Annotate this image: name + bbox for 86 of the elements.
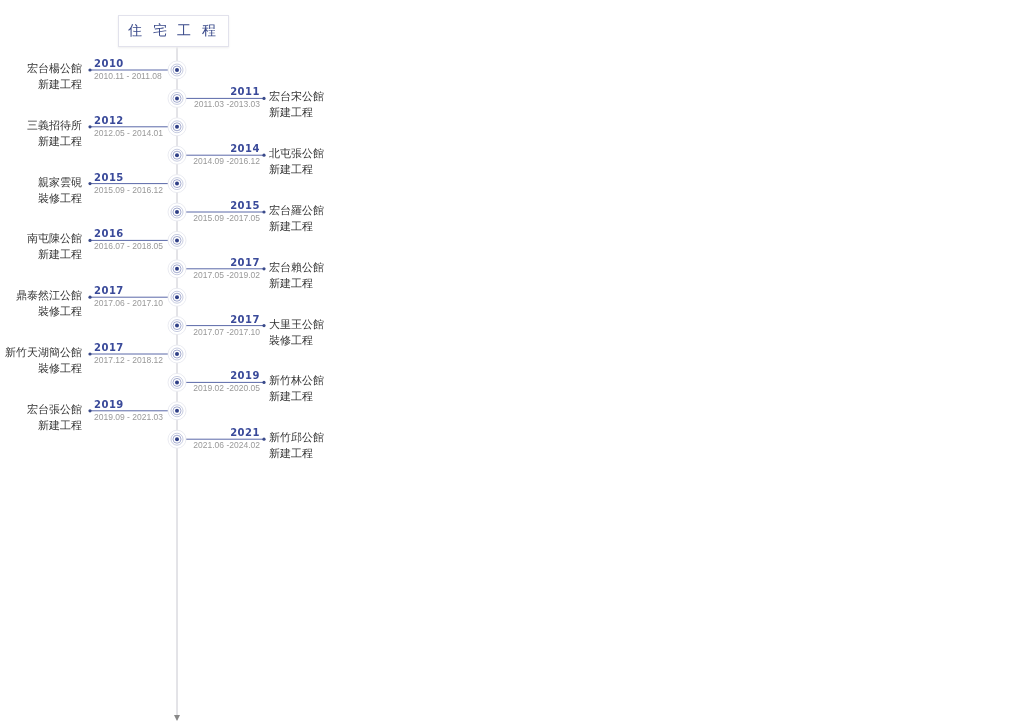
year-label: 2012 xyxy=(94,115,124,126)
year-label: 2021 xyxy=(230,428,260,439)
year-label: 2019 xyxy=(230,371,260,382)
connector-line xyxy=(88,238,169,242)
date-range: 2015.09 - 2016.12 xyxy=(94,185,163,195)
timeline-marker xyxy=(167,145,187,165)
year-label: 2017 xyxy=(230,257,260,268)
project-type: 新建工程 xyxy=(37,247,82,264)
project-name: 宏台宋公館 xyxy=(269,89,324,106)
project-name: 新竹邱公館 xyxy=(269,430,324,447)
timeline-marker xyxy=(167,401,187,421)
connector-line xyxy=(185,96,266,100)
project-name: 新竹天湖簡公館 xyxy=(5,345,82,361)
year-label: 2010 xyxy=(94,59,124,69)
project-name: 北屯張公館 xyxy=(269,146,324,163)
timeline-marker xyxy=(167,60,187,80)
date-range: 2019.02 -2020.05 xyxy=(193,384,260,394)
timeline-marker xyxy=(167,344,187,364)
year-label: 2019 xyxy=(94,399,124,410)
connector-line xyxy=(88,68,169,72)
timeline-marker xyxy=(167,202,187,222)
project-type: 新建工程 xyxy=(269,105,314,122)
year-label: 2011 xyxy=(230,87,260,98)
project-name: 宏台張公館 xyxy=(27,401,82,418)
date-range: 2011.03 -2013.03 xyxy=(194,100,260,110)
timeline-marker xyxy=(167,117,187,137)
project-type: 新建工程 xyxy=(37,77,82,93)
date-range: 2017.07 -2017.10 xyxy=(193,327,260,337)
timeline-axis xyxy=(174,46,180,721)
year-label: 2017 xyxy=(230,314,260,325)
date-range: 2016.07 - 2018.05 xyxy=(94,242,163,252)
project-name: 宏台羅公館 xyxy=(269,203,324,219)
date-range: 2019.09 - 2021.03 xyxy=(94,412,163,422)
date-range: 2015.09 -2017.05 xyxy=(193,214,260,223)
project-type: 新建工程 xyxy=(37,417,82,434)
timeline-marker xyxy=(167,316,187,335)
project-type: 新建工程 xyxy=(37,133,82,150)
connector-line xyxy=(185,210,266,214)
year-label: 2014 xyxy=(230,144,260,155)
timeline-marker xyxy=(167,373,187,392)
project-type: 裝修工程 xyxy=(37,304,82,321)
project-type: 新建工程 xyxy=(269,162,314,179)
connector-line xyxy=(185,153,266,157)
connector-line xyxy=(88,182,169,186)
title-box: 住 宅 工 程 xyxy=(118,15,229,47)
project-type: 裝修工程 xyxy=(37,361,82,377)
connector-line xyxy=(88,125,169,129)
project-type: 裝修工程 xyxy=(269,332,314,349)
timeline-marker xyxy=(167,231,187,250)
timeline-marker xyxy=(167,429,187,449)
project-type: 新建工程 xyxy=(269,219,314,235)
project-name: 南屯陳公館 xyxy=(27,231,82,248)
date-range: 2017.05 -2019.02 xyxy=(193,270,260,280)
connector-line xyxy=(185,380,266,384)
connector-line xyxy=(88,409,169,413)
project-name: 宏台賴公館 xyxy=(269,259,324,276)
project-name: 三義招待所 xyxy=(27,117,82,134)
timeline-marker xyxy=(167,174,187,193)
date-range: 2017.06 - 2017.10 xyxy=(94,299,163,309)
connector-line xyxy=(88,352,169,356)
timeline-marker xyxy=(167,287,187,307)
project-name: 大里王公館 xyxy=(269,316,324,333)
connector-line xyxy=(185,437,266,441)
project-name: 鼎泰然江公館 xyxy=(16,288,82,305)
timeline-marker xyxy=(167,259,187,279)
project-type: 新建工程 xyxy=(269,446,314,463)
project-type: 新建工程 xyxy=(269,389,314,406)
date-range: 2012.05 - 2014.01 xyxy=(94,128,163,138)
year-label: 2015 xyxy=(94,172,124,183)
year-label: 2016 xyxy=(94,229,124,240)
year-label: 2017 xyxy=(94,343,124,353)
date-range: 2017.12 - 2018.12 xyxy=(94,356,163,365)
connector-line xyxy=(88,295,169,299)
connector-line xyxy=(185,267,266,271)
date-range: 2021.06 -2024.02 xyxy=(193,441,260,451)
year-label: 2015 xyxy=(230,201,260,211)
project-type: 裝修工程 xyxy=(38,190,82,207)
project-name: 親家雲硯 xyxy=(38,174,82,191)
timeline-marker xyxy=(167,89,187,108)
connector-line xyxy=(185,324,266,328)
date-range: 2014.09 -2016.12 xyxy=(193,157,260,167)
project-name: 新竹林公館 xyxy=(269,373,324,390)
year-label: 2017 xyxy=(94,286,124,297)
project-name: 宏台楊公館 xyxy=(27,61,82,77)
project-type: 新建工程 xyxy=(269,275,314,292)
date-range: 2010.11 - 2011.08 xyxy=(94,72,162,81)
